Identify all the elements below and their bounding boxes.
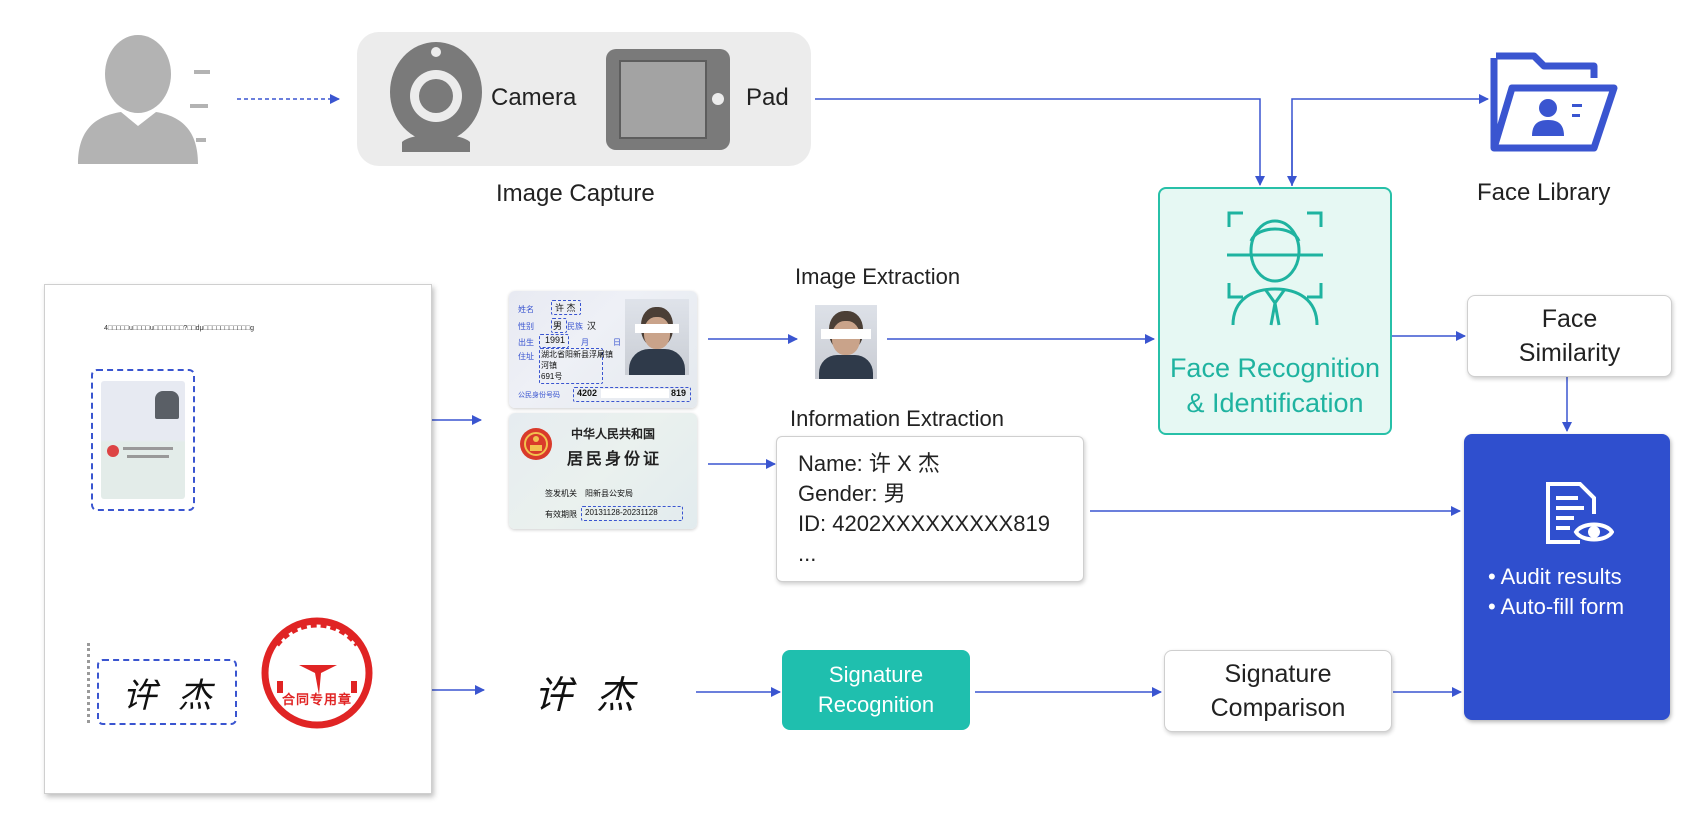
- extracted-face-eye-mask: [821, 329, 871, 339]
- audit-document-icon: [1544, 480, 1615, 546]
- signature-comparison-box: Signature Comparison: [1164, 650, 1392, 732]
- arrow-face-rec-face-library: [1291, 94, 1489, 186]
- extracted-face-image: [815, 305, 877, 379]
- pad-icon: [606, 49, 730, 150]
- face-scan-icon: [1227, 211, 1323, 327]
- face-similarity-line2: Similarity: [1518, 339, 1621, 367]
- document-side-marks: [87, 643, 96, 723]
- id-name-value: 许 杰: [555, 303, 576, 313]
- contract-document: 4□□□□□u□□□□u□□□□□□□?□□dμ□□□□□□□□□□□g 许 ̀…: [44, 284, 432, 794]
- id-address-box: [539, 348, 603, 384]
- person-icon: [76, 34, 216, 169]
- information-extraction-label: Information Extraction: [790, 406, 1004, 431]
- id-card-back: 中华人民共和国 居民身份证 签发机关 阳新县公安局 有效期限 20131128-…: [509, 413, 697, 529]
- pad-label: Pad: [746, 84, 789, 111]
- document-id-emblem: [107, 445, 119, 457]
- camera-label: Camera: [491, 84, 577, 111]
- id-gender-box: [551, 318, 567, 333]
- id-back-validity-label: 有效期限: [545, 510, 577, 519]
- auto-fill-form-item: • Auto-fill form: [1488, 594, 1625, 619]
- id-number-box: [573, 387, 691, 402]
- document-id-lines-2: [127, 455, 169, 458]
- info-ellipsis-line: ...: [798, 541, 817, 566]
- id-photo-eye-mask: [635, 324, 679, 333]
- id-back-validity-box: [581, 506, 683, 521]
- document-id-photo: [155, 391, 179, 419]
- id-number-start: 4202: [577, 388, 598, 398]
- audit-results-item: • Audit results: [1488, 564, 1622, 589]
- image-extraction-label: Image Extraction: [795, 264, 961, 289]
- id-number-label: 公民身份号码: [518, 392, 560, 399]
- id-photo-body: [629, 349, 685, 375]
- document-signature-region: 许 ̀ 杰: [97, 659, 237, 725]
- face-recognition-line2: & Identification: [1186, 388, 1364, 418]
- extracted-face-body: [819, 355, 873, 379]
- document-signature-text: 许 ̀ 杰: [122, 675, 212, 716]
- national-emblem: [519, 427, 553, 461]
- contract-seal-stamp: 合同专用章: [259, 615, 375, 731]
- id-address-line3: 691号: [541, 372, 563, 381]
- id-back-title: 居民身份证: [567, 449, 663, 468]
- id-photo-face: [644, 317, 670, 349]
- face-similarity-box: Face Similarity: [1467, 295, 1672, 377]
- id-name-label: 姓名: [518, 305, 534, 314]
- id-birth-label: 出生: [518, 338, 534, 347]
- document-id-region: [91, 369, 195, 511]
- document-id-thumbnail: [101, 381, 185, 499]
- id-back-authority-label: 签发机关: [545, 489, 577, 498]
- id-card-front: 姓名 许 杰 性别 男 民族 汉 出生 1991 月 日 住址 湖北省阳新县浮屠…: [509, 291, 697, 408]
- signature-recognition-box: Signature Recognition: [782, 650, 970, 730]
- results-list: • Audit results • Auto-fill form: [1488, 562, 1624, 622]
- id-ethnicity-value: 汉: [587, 321, 597, 331]
- document-header-text: 4□□□□□u□□□□u□□□□□□□?□□dμ□□□□□□□□□□□g: [104, 325, 255, 332]
- id-gender-label: 性别: [518, 322, 534, 331]
- id-ethnicity-label: 民族: [567, 322, 583, 331]
- camera-icon: [388, 40, 484, 160]
- document-id-lines: [123, 447, 173, 450]
- face-recognition-label: Face Recognition & Identification: [1160, 351, 1390, 421]
- image-capture-label: Image Capture: [496, 180, 655, 207]
- face-library-icon: [1490, 48, 1618, 152]
- arrow-pad-to-face-rec: [815, 98, 1265, 186]
- signature-recognition-line1: Signature: [828, 662, 924, 687]
- signature-comparison-line1: Signature: [1224, 660, 1332, 688]
- information-extraction-box: Name: 许 X 杰 Gender: 男 ID: 4202XXXXXXXXX8…: [776, 436, 1084, 582]
- id-name-box: [551, 300, 581, 315]
- id-back-validity-value: 20131128-20231128: [585, 508, 658, 517]
- results-box: • Audit results • Auto-fill form: [1464, 434, 1670, 720]
- signature-recognition-line2: Recognition: [817, 692, 935, 717]
- seal-stamp-text: 合同专用章: [281, 693, 352, 708]
- face-similarity-line1: Face: [1541, 305, 1598, 333]
- info-id-line: ID: 4202XXXXXXXXX819: [798, 511, 1050, 536]
- extracted-signature: 许 ̀ 杰: [534, 673, 635, 717]
- id-address-label: 住址: [518, 352, 534, 361]
- id-back-authority-value: 阳新县公安局: [585, 489, 633, 498]
- info-name-line: Name: 许 X 杰: [798, 451, 940, 476]
- id-gender-value: 男: [553, 321, 563, 331]
- id-address-line2: 河镇: [541, 361, 557, 370]
- id-birth-month-unit: 月: [581, 338, 589, 347]
- id-birth-day-unit: 日: [613, 338, 621, 347]
- face-library-label: Face Library: [1477, 179, 1611, 206]
- id-birth-box: [539, 334, 569, 348]
- face-recognition-line1: Face Recognition: [1169, 353, 1381, 383]
- id-address-line1: 湖北省阳新县浮屠镇: [541, 350, 613, 359]
- id-birth-year: 1991: [545, 335, 566, 345]
- id-number-mask: [601, 389, 669, 398]
- id-number-end: 819: [671, 388, 687, 398]
- info-gender-line: Gender: 男: [798, 481, 906, 506]
- face-recognition-box: Face Recognition & Identification: [1158, 187, 1392, 435]
- id-photo: [625, 299, 689, 375]
- signature-comparison-line2: Comparison: [1210, 694, 1346, 722]
- id-back-country: 中华人民共和国: [571, 427, 656, 441]
